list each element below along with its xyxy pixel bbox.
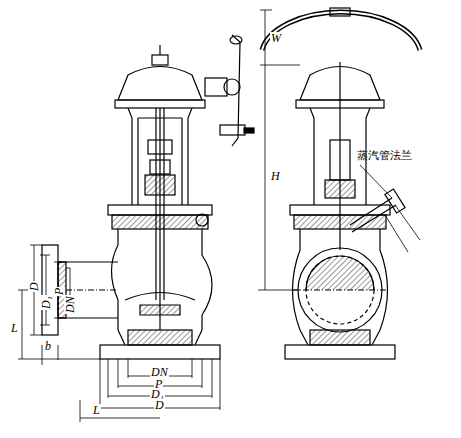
dimension-label: D (28, 281, 40, 292)
dimension-label: W (270, 32, 282, 44)
dimension-label: L (92, 404, 101, 416)
dimension-label: L (10, 322, 19, 334)
dimension-label: D₁ (40, 295, 52, 310)
dimension-label: H (270, 170, 281, 182)
dimension-label: DN (64, 295, 76, 314)
dimension-label: DN (150, 366, 169, 378)
callout-label: 蒸汽管法兰 (356, 150, 413, 161)
dimension-label: D (154, 399, 165, 411)
dimension-label: b (44, 340, 52, 352)
